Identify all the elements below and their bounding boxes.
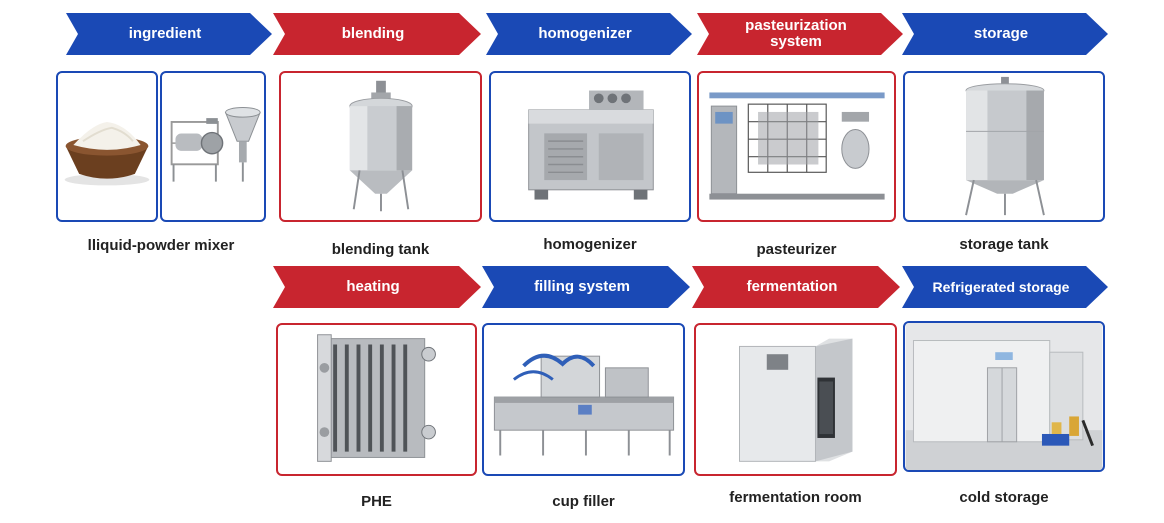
- pasteurizer-icon: [709, 92, 885, 200]
- caption-phe: PHE: [361, 493, 392, 510]
- caption-cold-storage: cold storage: [959, 489, 1049, 506]
- step-label: filling system: [534, 278, 630, 295]
- mixer-machine-icon: [170, 107, 261, 182]
- chevron-arrow-icon: [902, 13, 1108, 55]
- fermentation-room-icon: [739, 338, 853, 462]
- caption-mixer: lliquid-powder mixer: [87, 237, 235, 254]
- step-label: fermentation: [746, 278, 838, 295]
- pasteurizer-image: [697, 71, 896, 222]
- plate-heat-exchanger-icon: [317, 334, 436, 462]
- chevron-arrow-icon: [273, 13, 481, 55]
- fermentation-room-image: [694, 323, 897, 476]
- chevron-arrow-icon: [66, 13, 272, 55]
- blending-tank-image: [279, 71, 482, 222]
- caption-storage-tank: storage tank: [959, 236, 1049, 253]
- powder-bowl-image: [56, 71, 158, 222]
- cold-storage-icon: [905, 323, 1103, 470]
- liquid-powder-mixer-image: [160, 71, 266, 222]
- powder-bowl-icon: [64, 122, 150, 186]
- step-heating: heating: [273, 266, 481, 308]
- step-label: Refrigerated storage: [932, 279, 1070, 295]
- step-homogenizer: homogenizer: [486, 13, 692, 55]
- blending-tank-icon: [349, 80, 413, 212]
- cup-filler-image: [482, 323, 685, 476]
- cup-filler-icon: [493, 353, 675, 456]
- step-refrigerated-storage: Refrigerated storage: [902, 266, 1108, 308]
- chevron-arrow-icon: [486, 13, 692, 55]
- step-filling-system: filling system: [482, 266, 690, 308]
- caption-cup-filler: cup filler: [552, 493, 615, 510]
- storage-tank-image: [903, 71, 1105, 222]
- caption-homogenizer: homogenizer: [543, 236, 637, 253]
- step-ingredient: ingredient: [66, 13, 272, 55]
- step-label: ingredient: [128, 25, 202, 42]
- chevron-arrow-icon: [902, 266, 1108, 308]
- chevron-arrow-icon: [482, 266, 690, 308]
- step-label: blending: [341, 25, 405, 42]
- step-fermentation: fermentation: [692, 266, 900, 308]
- homogenizer-icon: [528, 90, 654, 200]
- step-label: heating: [346, 278, 400, 295]
- chevron-arrow-icon: [692, 266, 900, 308]
- homogenizer-image: [489, 71, 691, 222]
- caption-pasteurizer: pasteurizer: [756, 241, 837, 258]
- chevron-arrow-icon: [273, 266, 481, 308]
- phe-image: [276, 323, 477, 476]
- step-storage: storage: [902, 13, 1108, 55]
- step-label: homogenizer: [538, 25, 632, 42]
- cold-storage-image: [903, 321, 1105, 472]
- step-label: pasteurization system: [745, 17, 847, 50]
- storage-tank-icon: [965, 76, 1045, 216]
- step-pasteurization-system: pasteurization system: [697, 13, 903, 55]
- step-blending: blending: [273, 13, 481, 55]
- caption-blending-tank: blending tank: [331, 241, 430, 258]
- caption-fermentation-room: fermentation room: [729, 489, 862, 506]
- step-label: storage: [973, 25, 1029, 42]
- chevron-arrow-icon: [697, 13, 903, 55]
